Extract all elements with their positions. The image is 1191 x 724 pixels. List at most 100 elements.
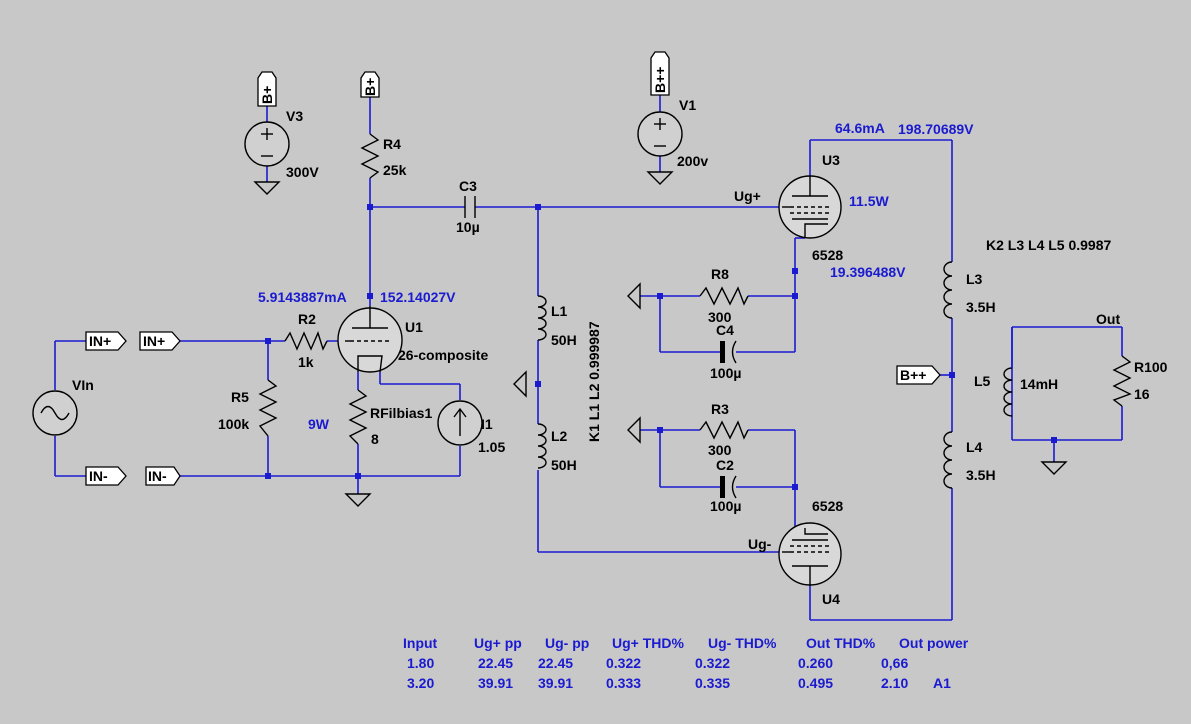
rfilbias1-value: 8 [371,431,379,447]
resistor-rfilbias1 [348,389,368,445]
flag-label: IN- [148,468,167,484]
r2-value: 1k [298,354,314,370]
c2-value: 100µ [710,498,741,514]
u3-power: 11.5W [849,193,889,209]
r8-name: R8 [711,266,729,282]
flag-v3-bplus: B+ [257,71,277,107]
table-cell: 22.45 [538,655,573,671]
ac-source-vin [32,390,78,436]
ug-minus-label: Ug- [748,536,772,552]
table-cell: 39.91 [478,675,513,691]
v1-name: V1 [679,97,696,113]
c3-name: C3 [459,178,477,194]
table-header: Ug+ pp [474,635,522,651]
resistor-r5 [258,379,278,437]
ground-symbols [253,171,1068,507]
c4-value: 100µ [710,365,741,381]
v1-value: 200v [677,153,708,169]
table-header: Ug- pp [545,635,589,651]
table-cell: 0.333 [606,675,641,691]
voltage-source-v1 [637,111,683,157]
table-header: Out power [899,635,969,651]
table-cell: 1.80 [407,655,434,671]
u3-plate-current: 64.6mA [835,120,885,136]
coupling-k2: K2 L3 L4 L5 0.9987 [986,237,1112,253]
table-cell: 2.10 [881,675,908,691]
rfilbias1-name: RFilbias1 [370,405,432,421]
flag-label: IN+ [143,333,165,349]
table-cell: 0.495 [798,675,833,691]
inductor-l1 [537,295,547,341]
flag-label: IN+ [89,333,111,349]
c3-value: 10µ [456,219,480,235]
r3-value: 300 [708,442,732,458]
table-header: Ug+ THD% [612,635,685,651]
table-cell: 0,66 [881,655,908,671]
u3-cathode-voltage: 19.396488V [830,264,906,280]
r100-value: 16 [1134,386,1150,402]
r5-name: R5 [231,389,249,405]
table-header: Input [403,635,438,651]
wires [54,95,1123,621]
c4-name: C4 [716,322,734,338]
table-cell: 0.322 [695,655,730,671]
u1-plate-current: 5.9143887mA [258,289,347,305]
l5-value: 14mH [1020,376,1058,392]
tube-u1 [337,306,403,373]
table-cell: 39.91 [538,675,573,691]
table-header: Out THD% [806,635,876,651]
u4-type: 6528 [812,498,843,514]
r4-name: R4 [383,136,401,152]
r4-value: 25k [383,162,407,178]
r100-name: R100 [1134,359,1168,375]
voltage-source-v3 [244,121,290,167]
u1-name: U1 [405,319,423,335]
flag-in-minus-right: IN- [145,466,181,486]
flag-output-bplusplus: B++ [896,365,941,385]
r8-value: 300 [708,309,732,325]
flag-label: B+ [259,86,275,104]
i1-value: 1.05 [478,439,505,455]
flag-label: B++ [900,367,926,383]
l3-value: 3.5H [966,299,996,315]
tube-u3 [778,175,842,239]
inductor-l4 [943,431,953,489]
coupling-k1: K1 L1 L2 0.999987 [586,321,602,442]
l2-name: L2 [551,428,568,444]
table-header: Ug- THD% [708,635,777,651]
table-cell: 0.260 [798,655,833,671]
vin-name: VIn [72,377,94,393]
resistor-r8 [699,286,749,306]
l4-value: 3.5H [966,467,996,483]
u3-name: U3 [822,152,840,168]
l4-name: L4 [966,439,983,455]
junctions [265,204,1057,490]
resistor-r100 [1112,355,1132,407]
v3-name: V3 [286,108,303,124]
table-cell: 22.45 [478,655,513,671]
l1-value: 50H [551,332,577,348]
inductor-l2 [537,423,547,469]
inductor-l5 [1003,367,1013,417]
flag-in-plus-right: IN+ [139,331,181,351]
resistor-r2 [284,331,328,351]
flag-label: B++ [652,67,668,93]
inductor-l3 [943,261,953,319]
l5-name: L5 [974,373,991,389]
u1-power: 9W [308,416,330,432]
capacitor-c4 [720,340,737,364]
capacitor-c3 [464,196,476,218]
table-cell: A1 [933,675,951,691]
table-cell: 0.322 [606,655,641,671]
r3-name: R3 [711,401,729,417]
flag-label: B+ [362,78,378,96]
resistor-r4 [360,133,380,179]
out-label: Out [1096,311,1120,327]
flag-in-minus-left: IN- [85,466,127,486]
ug-plus-label: Ug+ [734,188,761,204]
table-cell: 0.335 [695,675,730,691]
u3-type: 6528 [812,247,843,263]
c2-name: C2 [716,457,734,473]
l1-name: L1 [551,303,568,319]
